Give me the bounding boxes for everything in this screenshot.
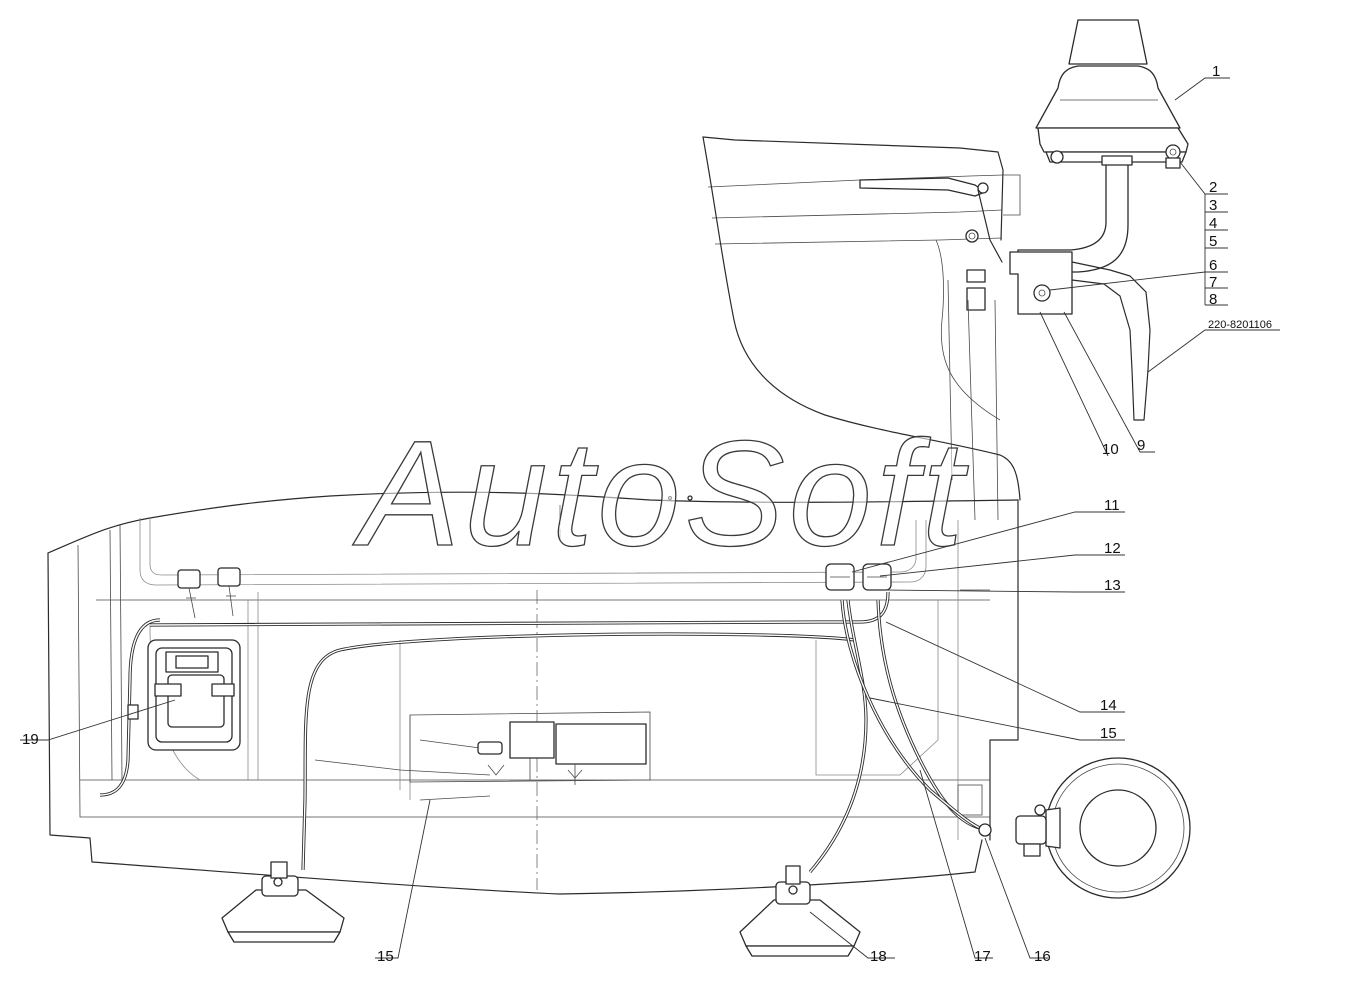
callout-labels: 1 2 3 4 5 6 7 8 220-8201106 9 10 11 12 1…: [22, 63, 1272, 965]
reference-label: 220-8201106: [1208, 319, 1272, 331]
wire-harnesses: [99, 591, 991, 874]
callout-5: 5: [1209, 233, 1217, 250]
callout-18: 18: [870, 948, 887, 965]
relay-unit: [419, 721, 647, 801]
callout-10: 10: [1102, 441, 1119, 458]
frame-outline: [47, 491, 1019, 895]
rear-connectors: [177, 567, 241, 619]
callout-9: 9: [1137, 437, 1145, 454]
work-lamp-right: [739, 865, 861, 957]
work-lamp-left: [221, 861, 345, 943]
connector-group: [825, 563, 892, 591]
leader-lines: [20, 77, 1280, 959]
callout-13: 13: [1104, 577, 1121, 594]
switch-box: [127, 639, 241, 751]
cab-outline: [702, 136, 1021, 521]
callout-15-right: 15: [1100, 725, 1117, 742]
watermark-text: AutoSoft: [352, 409, 969, 577]
callout-3: 3: [1209, 197, 1217, 214]
callout-16: 16: [1034, 948, 1051, 965]
horn: [978, 757, 1191, 899]
beacon-lamp: [1009, 19, 1189, 421]
callout-17: 17: [974, 948, 991, 965]
callout-11: 11: [1104, 497, 1120, 514]
callout-4: 4: [1209, 215, 1217, 232]
callout-19: 19: [22, 731, 39, 748]
callout-12: 12: [1104, 540, 1121, 557]
callout-15-bottom: 15: [377, 948, 394, 965]
callout-1: 1: [1212, 63, 1220, 80]
callout-8: 8: [1209, 291, 1217, 308]
callout-2: 2: [1209, 179, 1217, 196]
callout-14: 14: [1100, 697, 1117, 714]
callout-6: 6: [1209, 257, 1217, 274]
callout-7: 7: [1209, 274, 1217, 291]
